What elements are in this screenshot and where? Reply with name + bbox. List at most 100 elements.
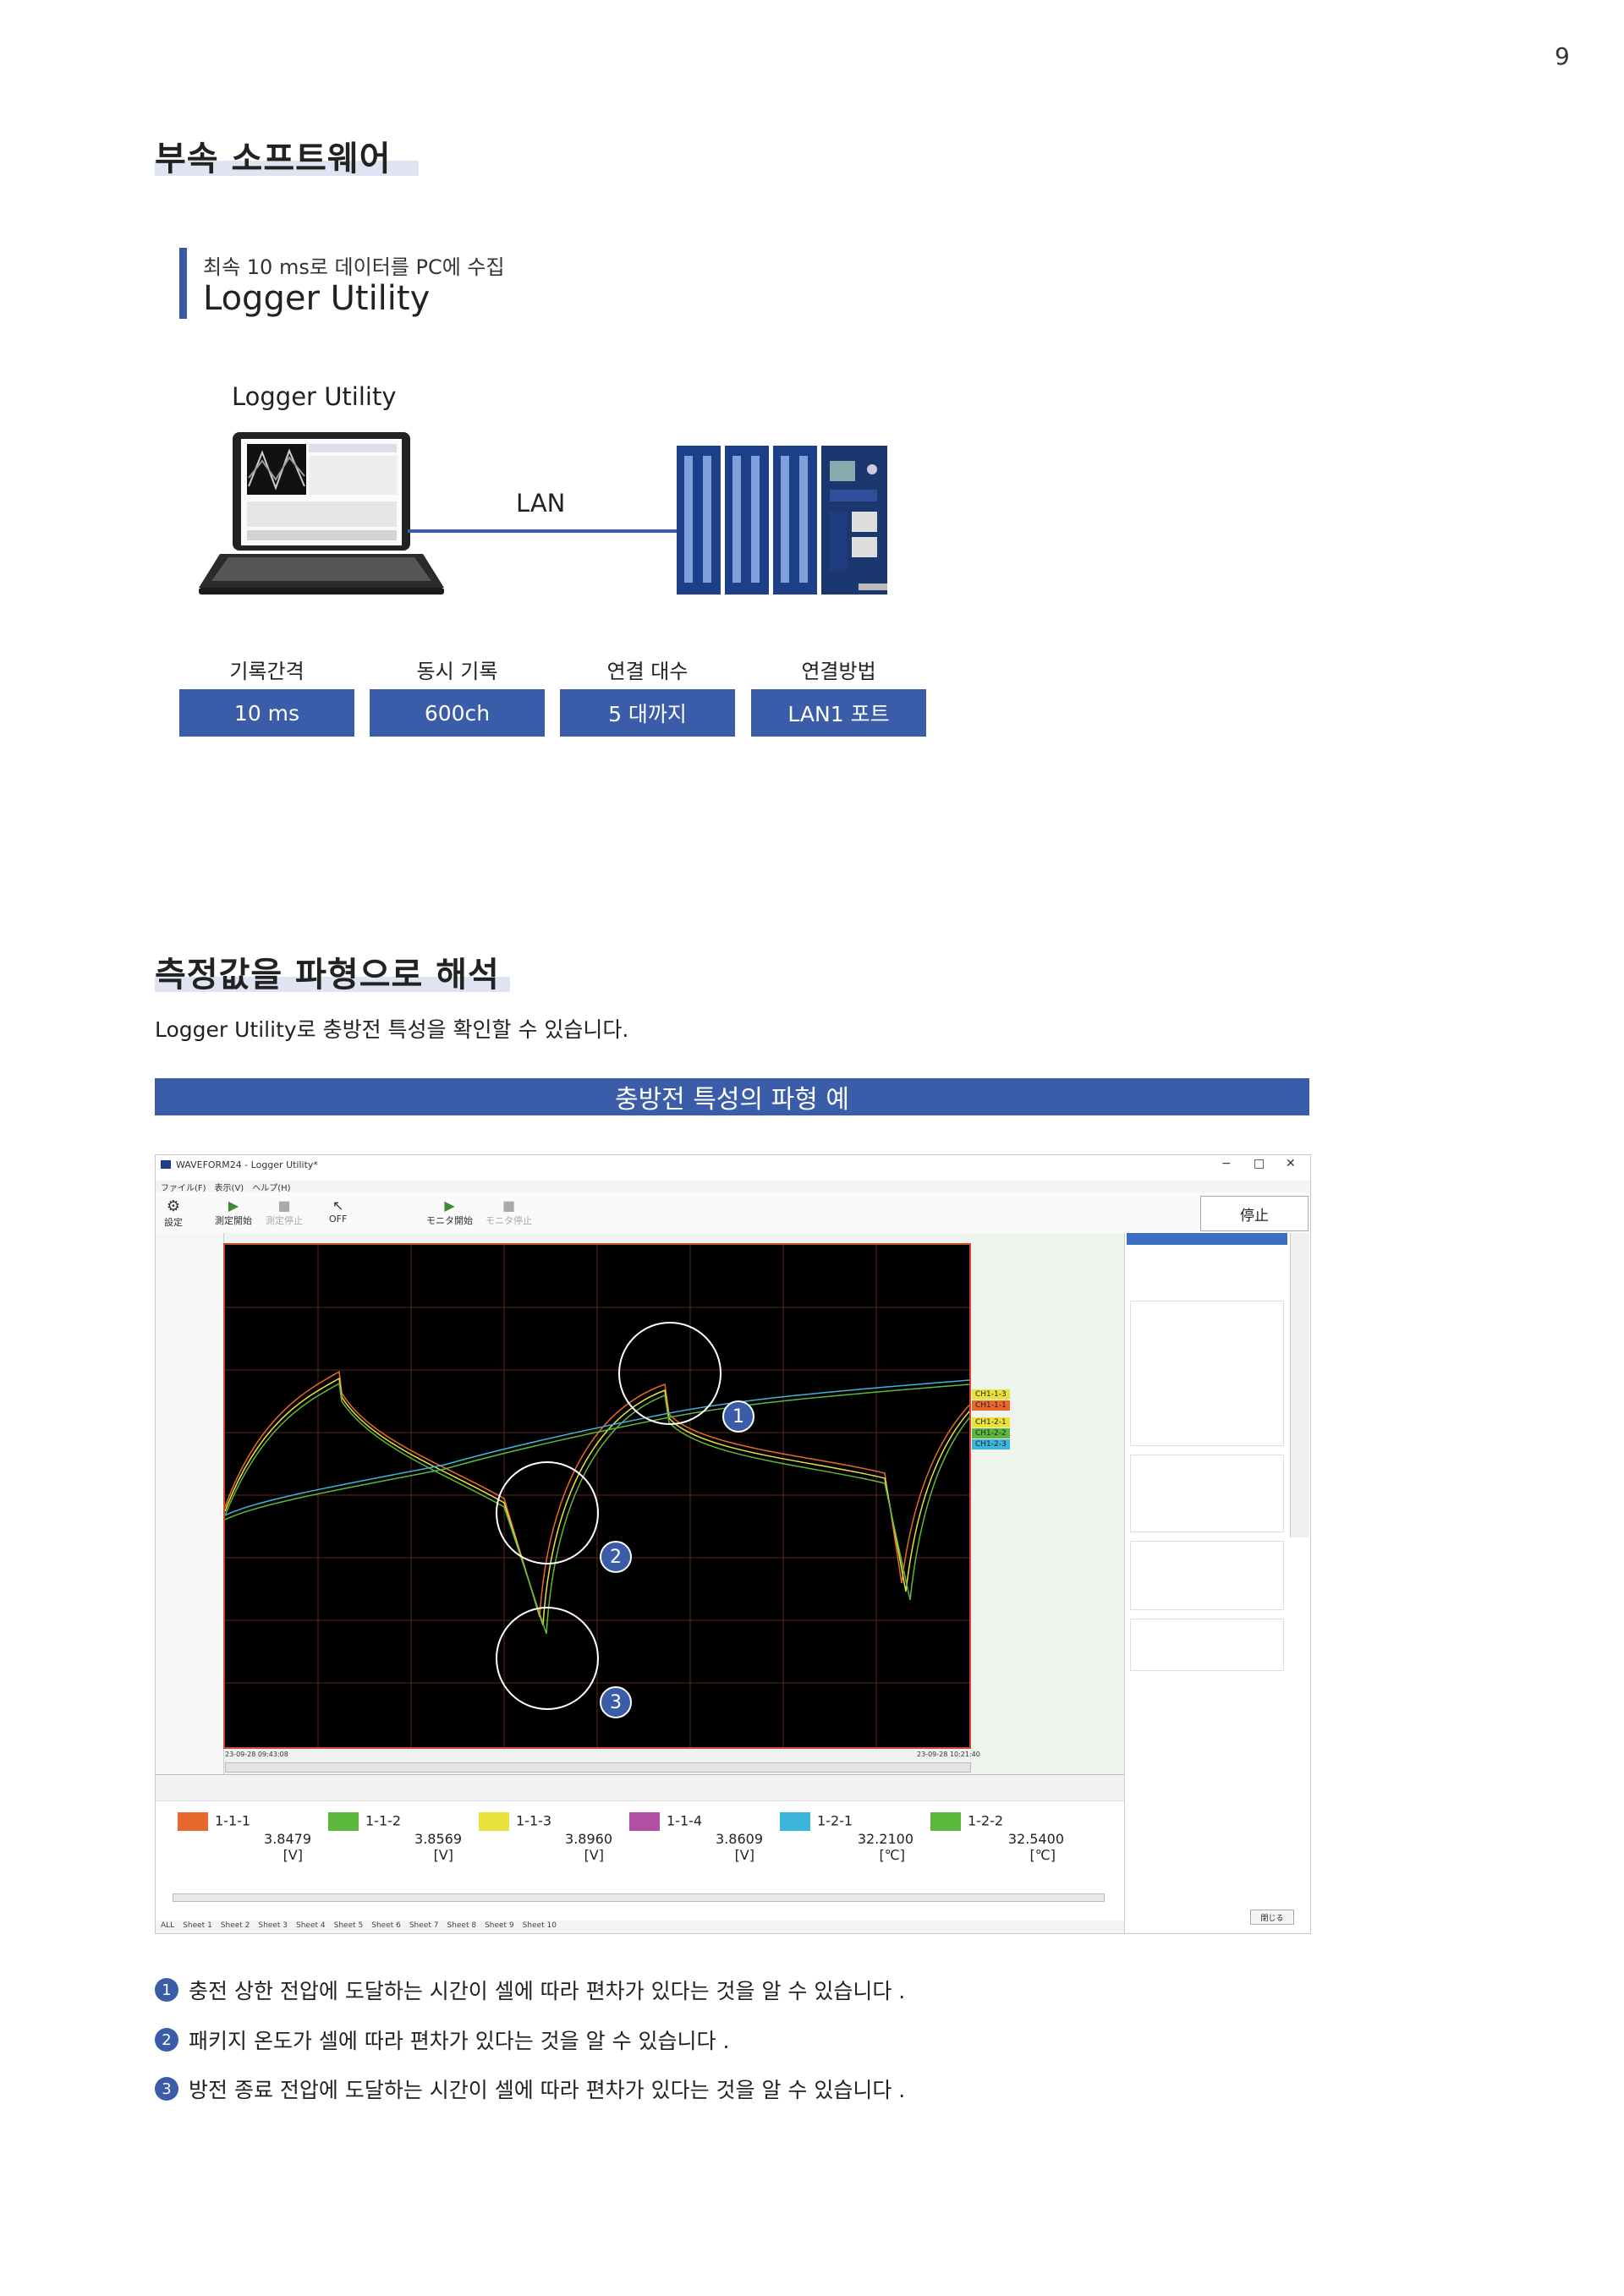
waveform-plot: 1 2 3 [223,1243,971,1749]
stop-measure-button[interactable]: ■ 測定停止 [266,1197,303,1226]
highlight-ring-1 [618,1322,721,1425]
example-banner: 충방전 특성의 파형 예 [155,1078,1309,1115]
trace-tags: CH1-1-3 CH1-1-1 CH1-2-1 CH1-2-2 CH1-2-3 [972,1389,1010,1449]
color-swatch [629,1812,660,1831]
channel-cell: 1-2-2 32.5400 [℃] [930,1812,1081,1863]
table-scrollbar[interactable] [173,1893,1105,1902]
close-window-button[interactable]: ✕ [1286,1157,1296,1170]
table-header [156,1775,1124,1801]
highlight-ring-2 [496,1461,599,1564]
color-swatch [328,1812,359,1831]
display-settings-panel: 閉じる [1124,1233,1310,1933]
numeric-settings-group [1130,1455,1284,1532]
spec-value-units: 5 대까지 [560,689,735,737]
subtitle-small: 최속 10 ms로 데이터를 PC에 수집 [203,255,505,279]
panel-header [1127,1233,1287,1245]
callout-2: 2 [600,1541,632,1573]
channel-cell: 1-1-1 3.8479 [V] [178,1812,328,1863]
cursor-icon: ↖ [332,1197,344,1214]
note-1: 1 충전 상한 전압에 도달하는 시간이 셀에 따라 편차가 있다는 것을 알 … [155,1975,905,2005]
note-text: 패키지 온도가 셀에 따라 편차가 있다는 것을 알 수 있습니다 . [189,2029,730,2053]
sheet-tab[interactable]: Sheet 8 [447,1921,477,1930]
stop-button[interactable]: 停止 [1200,1196,1309,1231]
auto-switch-group [1130,1619,1284,1671]
play-icon: ▶ [228,1197,239,1214]
waveform-traces [225,1245,969,1747]
cursor-off-button[interactable]: ↖ OFF [329,1197,348,1225]
sheet-tab[interactable]: Sheet 3 [258,1921,288,1930]
trace-tag: CH1-1-3 [972,1389,1010,1400]
window-title: WAVEFORM24 - Logger Utility* [176,1159,318,1170]
lan-label: LAN [516,489,566,518]
sheet-tab[interactable]: Sheet 2 [220,1921,250,1930]
section-title-underline [155,161,419,176]
menu-bar[interactable]: ファイル(F) 表示(V) ヘルプ(H) [161,1184,291,1193]
channel-cell: 1-1-4 3.8609 [V] [629,1812,780,1863]
color-swatch [178,1812,208,1831]
app-icon [161,1160,171,1169]
sheet-tab[interactable]: Sheet 4 [296,1921,326,1930]
monitor-play-icon: ▶ [444,1197,455,1214]
spec-value-simultaneous: 600ch [370,689,545,737]
page-number: 9 [1555,42,1570,70]
note-number-badge: 3 [155,2077,178,2101]
panel-side-tabs[interactable] [1290,1233,1309,1537]
trace-tag: CH1-1-1 [972,1400,1010,1411]
sheet-tab[interactable]: Sheet 6 [371,1921,401,1930]
color-swatch [930,1812,961,1831]
note-3: 3 방전 종료 전압에 도달하는 시간이 셀에 따라 편차가 있다는 것을 알 … [155,2074,905,2104]
logger-utility-screenshot: WAVEFORM24 - Logger Utility* − □ ✕ ファイル(… [155,1154,1311,1934]
spec-label-interval: 기록간격 [229,660,304,683]
note-text: 충전 상한 전압에 도달하는 시간이 셀에 따라 편차가 있다는 것을 알 수 … [189,1979,906,2003]
spec-value-connection: LAN1 포트 [751,689,926,737]
y-axis-panel [156,1233,224,1774]
trace-tag: CH1-2-3 [972,1439,1010,1449]
settings-icon: ⚙ [166,1197,181,1215]
waveform-pane: 1 2 3 CH1-1-3 CH1-1-1 CH1-2-1 CH1-2-2 CH… [156,1233,1124,1774]
close-panel-button[interactable]: 閉じる [1250,1910,1294,1925]
minimize-button[interactable]: − [1221,1157,1232,1170]
note-text: 방전 종료 전압에 도달하는 시간이 셀에 따라 편차가 있다는 것을 알 수 … [189,2078,906,2102]
section2-intro: Logger Utility로 충방전 특성을 확인할 수 있습니다. [155,1017,629,1042]
channel-cell: 1-1-2 3.8569 [V] [328,1812,479,1863]
start-monitor-button[interactable]: ▶ モニタ開始 [426,1197,473,1226]
start-measure-button[interactable]: ▶ 測定開始 [215,1197,252,1226]
note-number-badge: 2 [155,2028,178,2052]
callout-1: 1 [722,1400,754,1433]
monitor-stop-icon: ■ [502,1197,516,1214]
sheet-tab[interactable]: Sheet 1 [183,1921,212,1930]
callout-3: 3 [600,1686,632,1718]
spec-label-units: 연결 대수 [606,660,689,683]
sheet-tab[interactable]: ALL [161,1921,175,1930]
channel-row: 1-1-1 3.8479 [V] 1-1-2 3.8569 [V] 1-1-3 … [178,1812,1081,1863]
section-title-software: 부속 소프트웨어 [155,140,392,178]
highlight-ring-3 [496,1607,599,1710]
pc-label: Logger Utility [232,382,397,411]
sheet-tab[interactable]: Sheet 5 [333,1921,364,1930]
end-time: 23-09-28 10:21:40 [917,1751,980,1758]
lan-connection-line [408,529,677,533]
toolbar: ⚙ 設定 ▶ 測定開始 ■ 測定停止 ↖ OFF ▶ モニタ開始 ■ モニタ停止… [156,1192,1310,1234]
spec-label-connection: 연결방법 [801,660,876,683]
sheet-tab[interactable]: Sheet 9 [485,1921,514,1930]
stop-icon: ■ [277,1197,291,1214]
settings-button[interactable]: ⚙ 設定 [164,1197,183,1228]
stop-monitor-button[interactable]: ■ モニタ停止 [486,1197,532,1226]
subtitle-product: Logger Utility [203,279,431,318]
channel-cell: 1-2-1 32.2100 [℃] [780,1812,930,1863]
numeric-value-table: 1-1-1 3.8479 [V] 1-1-2 3.8569 [V] 1-1-3 … [156,1774,1124,1921]
horizontal-scrollbar[interactable] [225,1762,971,1773]
trace-tag: CH1-2-2 [972,1428,1010,1438]
laptop-illustration [199,432,444,595]
sheet-tab[interactable]: Sheet 10 [522,1921,557,1930]
section2-title-underline [155,977,510,992]
sheet-tab-strip: ALL Sheet 1 Sheet 2 Sheet 3 Sheet 4 Shee… [161,1921,557,1930]
common-settings-group [1130,1541,1284,1610]
spec-value-interval: 10 ms [179,689,354,737]
section-title-waveform: 측정값을 파형으로 해석 [155,956,500,995]
sheet-tab[interactable]: Sheet 7 [409,1921,439,1930]
maximize-button[interactable]: □ [1254,1157,1265,1170]
note-number-badge: 1 [155,1978,178,2002]
waveform-settings-group [1130,1301,1284,1446]
subtitle-accent-bar [179,248,187,319]
